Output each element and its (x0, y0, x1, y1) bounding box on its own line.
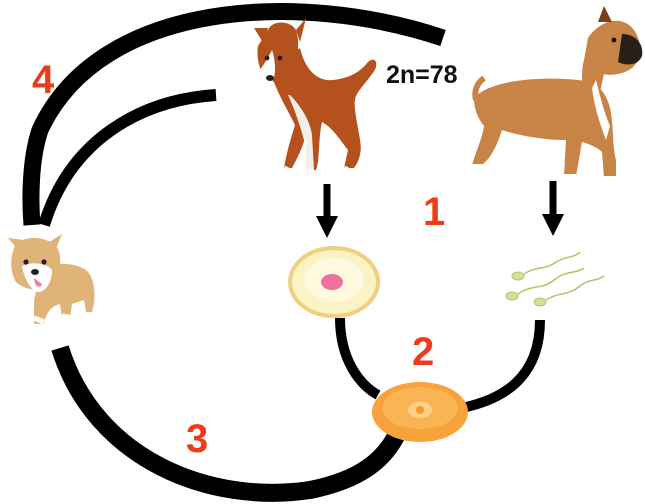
arrow-4-inner-curve (38, 89, 217, 227)
puppy-icon (8, 234, 95, 325)
egg-to-zygote-curve (335, 317, 381, 400)
female-dog-icon (254, 18, 377, 176)
arrow-4-outer-curve (22, 3, 446, 226)
male-dog-icon (472, 6, 643, 180)
step-1-label: 1 (423, 190, 445, 234)
sperm-to-zygote-curve (460, 319, 545, 413)
chromosome-number-label: 2n=78 (386, 61, 458, 89)
down-arrow-female (316, 184, 338, 238)
step-3-label: 3 (186, 417, 208, 461)
sperm-cells-icon (505, 251, 605, 307)
zygote-icon (372, 382, 468, 442)
egg-cell-icon (288, 246, 380, 318)
step-2-label: 2 (412, 330, 434, 374)
step-4-label: 4 (32, 58, 55, 102)
cycle-arrows (22, 3, 545, 502)
arrow-3-curve (51, 345, 407, 502)
down-arrow-male (542, 181, 564, 236)
